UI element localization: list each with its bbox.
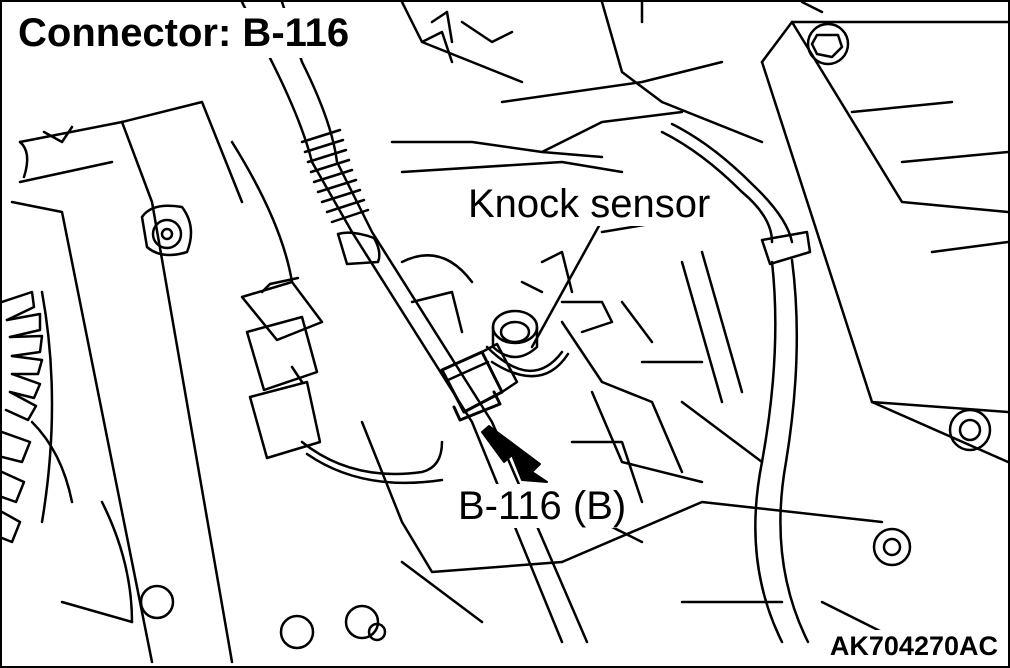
knock-sensor-label: Knock sensor — [462, 182, 717, 226]
left-connector-stack — [240, 276, 444, 485]
knock-sensor-body — [485, 250, 704, 484]
right-frame — [760, 2, 1008, 464]
right-hose — [660, 122, 812, 644]
connector-label: B-116 (B) — [452, 484, 633, 528]
mid-detail — [400, 220, 744, 504]
lower-block — [60, 400, 912, 650]
upper-structure — [390, 2, 764, 174]
connector-title: Connector: B-116 — [16, 8, 358, 58]
left-housing — [10, 100, 244, 664]
figure-code: AK704270AC — [825, 630, 1002, 662]
b116-connector — [440, 342, 519, 422]
flywheel-teeth — [2, 290, 74, 544]
knock-sensor-leader-line — [530, 222, 602, 349]
connector-arrow — [481, 425, 548, 483]
